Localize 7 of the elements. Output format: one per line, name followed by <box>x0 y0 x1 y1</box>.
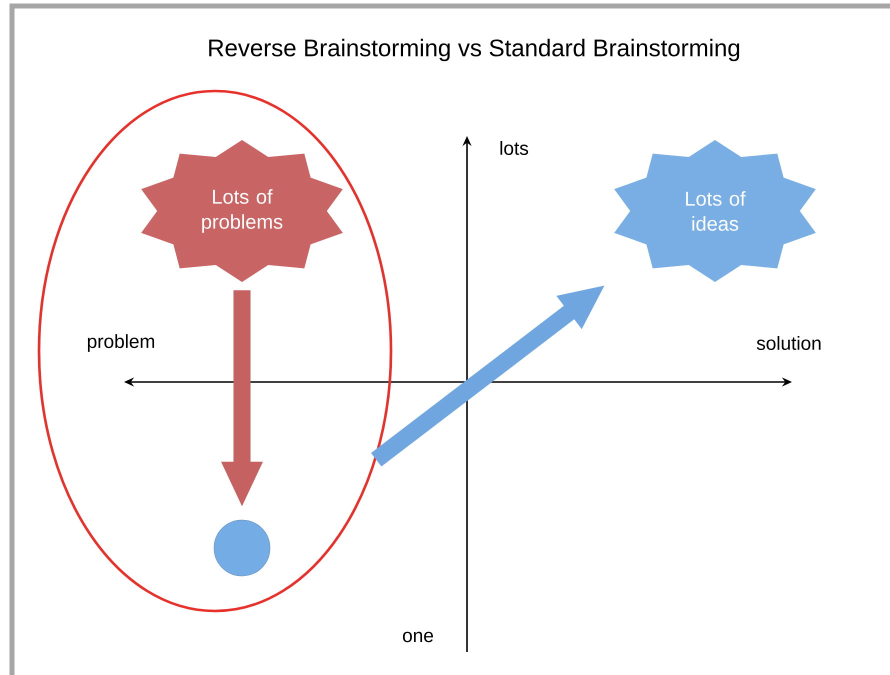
circle-dot <box>214 520 270 576</box>
axis-label: one <box>402 632 433 642</box>
axis-label: solution <box>756 336 820 350</box>
title: Reverse Brainstorming vs Standard Brainstorming <box>209 38 740 62</box>
axis-label: lots <box>500 141 528 155</box>
axis-label: problem <box>88 334 154 352</box>
loop-outline <box>38 90 392 612</box>
